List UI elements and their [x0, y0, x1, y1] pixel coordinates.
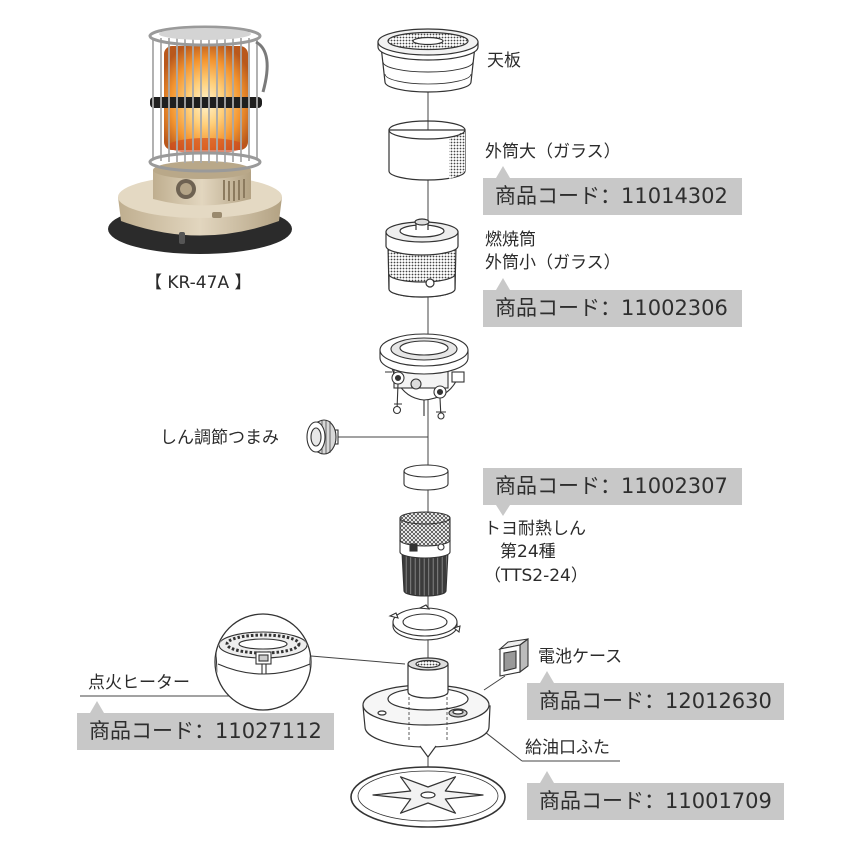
label-wick-adjust-knob: しん調節つまみ — [160, 428, 279, 448]
label-wick-name: トヨ耐熱しん — [484, 519, 586, 539]
label-igniter-heater: 点火ヒーター — [88, 673, 190, 693]
top-plate-part — [377, 28, 479, 93]
combustion-cylinder-part — [385, 218, 459, 298]
label-outer-cylinder-large: 外筒大（ガラス） — [485, 142, 621, 162]
gasket-part — [388, 604, 461, 641]
outer-cylinder-large-part — [388, 120, 466, 181]
wick-part — [399, 511, 451, 597]
wick-holder-ring-part — [403, 464, 449, 491]
pointer-triangle — [90, 701, 104, 713]
battery-leader-line — [483, 675, 506, 691]
pointer-triangle — [496, 505, 510, 516]
pointer-triangle — [496, 166, 510, 178]
label-battery-case: 電池ケース — [538, 647, 623, 667]
wick-adjust-knob-part — [306, 419, 339, 455]
label-outer-cylinder-small: 外筒小（ガラス） — [485, 253, 621, 273]
code-box-wick: 商品コード：11002307 — [483, 468, 742, 505]
drip-tray-part — [350, 766, 506, 828]
igniter-leader-line — [310, 655, 406, 665]
battery-case-part — [498, 637, 529, 677]
code-box-outer-cylinder-large: 商品コード：11014302 — [483, 178, 742, 215]
label-wick-grade: 第24種 — [500, 542, 556, 562]
pointer-triangle — [540, 771, 554, 783]
code-box-combustion-cylinder: 商品コード：11002306 — [483, 290, 742, 327]
code-box-battery-case: 商品コード：12012630 — [527, 683, 784, 720]
pointer-triangle — [540, 671, 554, 683]
label-combustion-cylinder: 燃焼筒 — [485, 230, 536, 250]
label-wick-model: （TTS2-24） — [484, 566, 588, 586]
label-top-plate: 天板 — [487, 51, 521, 71]
label-fuel-cap: 給油口ふた — [525, 738, 610, 758]
burner-assembly-part — [379, 333, 469, 420]
model-caption: 【 KR-47A 】 — [145, 273, 252, 293]
heater-photo — [108, 25, 292, 254]
code-box-fuel-cap: 商品コード：11001709 — [527, 783, 784, 820]
pointer-triangle — [496, 278, 510, 290]
igniter-detail-magnifier — [214, 613, 312, 711]
base-tank-part — [362, 657, 491, 759]
code-box-igniter-heater: 商品コード：11027112 — [77, 713, 334, 750]
